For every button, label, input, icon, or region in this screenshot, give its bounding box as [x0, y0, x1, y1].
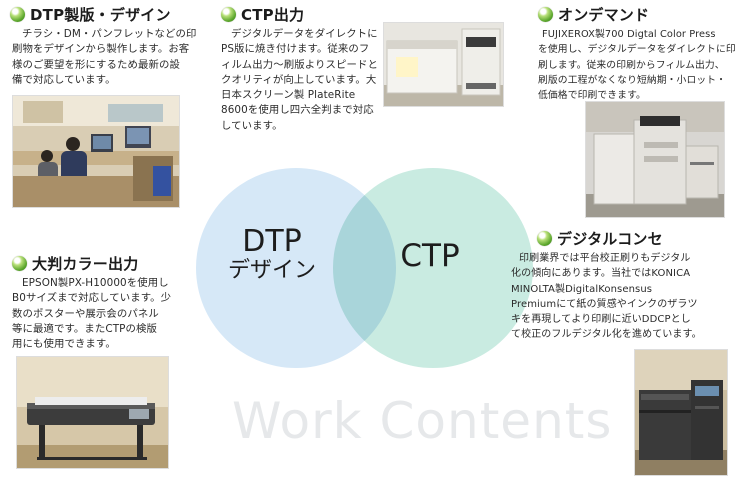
section-dtp-title: DTP製版・デザイン: [30, 5, 171, 24]
venn-label-dtp-line1: DTP: [242, 224, 302, 259]
venn-label-dtp-line2: デザイン: [227, 258, 316, 283]
text-line: 用にも使用できます。: [12, 338, 116, 351]
text-line: デジタルデータをダイレクトに: [231, 28, 378, 40]
text-line: 数のポスターや展示会のパネル: [12, 307, 159, 320]
photo-digitalproof-machine: [634, 349, 728, 476]
bullet-icon: [537, 230, 552, 246]
text-line: チラシ・DM・パンフレットなどの印: [22, 28, 197, 40]
section-ondemand-text: FUJIXEROX製700 Digtal Color Press を使用し、デジ…: [538, 27, 735, 103]
proof-machine-image: [635, 350, 727, 475]
text-line: 刷版の工程がなくなり短納期・小ロット・: [538, 74, 727, 86]
text-line: 刷物をデザインから製作します。お客: [12, 43, 190, 56]
section-largeformat: 大判カラー出力: [12, 253, 138, 273]
text-line: ィルム出力～刷版よりスピードと: [221, 58, 378, 71]
section-largeformat-heading: 大判カラー出力: [12, 253, 138, 273]
text-line: 印刷業界では平台校正刷りもデジタル: [519, 253, 691, 264]
photo-largeformat-printer: [16, 356, 169, 469]
venn-label-dtp: DTP デザイン: [218, 226, 326, 284]
photo-dtp-office: [12, 95, 180, 208]
text-line: しています。: [221, 119, 283, 132]
text-line: 化の傾向にあります。当社ではKONICA: [511, 268, 691, 280]
section-dtp-text: チラシ・DM・パンフレットなどの印 刷物をデザインから製作します。お客 様のご要…: [12, 27, 197, 88]
text-line: PS版に焼き付けます。従来のフ: [221, 43, 370, 56]
section-digitalproof-heading: デジタルコンセ: [537, 228, 663, 248]
section-digitalproof-title: デジタルコンセ: [557, 229, 663, 248]
text-line: 低価格で印刷できます。: [538, 90, 646, 102]
text-line: Premiumにて紙の質感やインクのザラツ: [511, 298, 698, 310]
text-line: 様のご要望を形にするため最新の設: [12, 58, 180, 71]
section-ondemand: オンデマンド: [538, 4, 649, 24]
watermark-text: Work Contents: [232, 392, 613, 450]
text-line: クオリティが向上しています。大: [221, 73, 377, 86]
section-dtp: DTP製版・デザイン: [10, 4, 171, 24]
bullet-icon: [12, 255, 27, 271]
text-line: を使用し、デジタルデータをダイレクトに印: [538, 44, 735, 56]
section-ctp: CTP出力: [221, 4, 304, 24]
section-ondemand-heading: オンデマンド: [538, 4, 649, 24]
venn-circle-ctp: [333, 168, 533, 368]
section-ctp-heading: CTP出力: [221, 4, 304, 24]
venn-label-ctp: CTP: [400, 238, 460, 274]
color-press-image: [586, 102, 724, 217]
text-line: 刷します。従来の印刷からフィルム出力、: [538, 59, 725, 71]
text-line: 日本スクリーン製 PlateRite: [221, 89, 356, 102]
section-ondemand-title: オンデマンド: [558, 5, 650, 24]
section-digitalproof: デジタルコンセ: [537, 228, 663, 248]
section-dtp-heading: DTP製版・デザイン: [10, 4, 171, 24]
section-digitalproof-text: 印刷業界では平台校正刷りもデジタル 化の傾向にあります。当社ではKONICA M…: [511, 251, 702, 343]
text-line: て校正のフルデジタル化を進めています。: [511, 329, 702, 341]
section-ctp-title: CTP出力: [241, 5, 305, 24]
text-line: FUJIXEROX製700 Digtal Color Press: [542, 29, 716, 40]
large-printer-image: [17, 357, 168, 468]
photo-ondemand-press: [585, 101, 725, 218]
text-line: 8600を使用し四六全判まで対応: [221, 104, 374, 117]
bullet-icon: [538, 6, 553, 22]
section-ctp-text: デジタルデータをダイレクトに PS版に焼き付けます。従来のフ ィルム出力～刷版よ…: [221, 27, 378, 134]
text-line: 等に最適です。またCTPの検版: [12, 322, 158, 335]
section-largeformat-title: 大判カラー出力: [32, 254, 139, 273]
text-line: EPSON製PX-H10000を使用し: [22, 277, 169, 289]
bullet-icon: [10, 6, 25, 22]
section-largeformat-text: EPSON製PX-H10000を使用し B0サイズまで対応しています。少 数のポ…: [12, 276, 171, 352]
bullet-icon: [221, 6, 236, 22]
text-line: キを再現してより印刷に近いDDCPとし: [511, 314, 691, 326]
photo-ctp-plate-setter: [383, 22, 504, 107]
text-line: 備で対応しています。: [12, 73, 116, 86]
text-line: B0サイズまで対応しています。少: [12, 292, 172, 305]
office-photo-image: [13, 96, 179, 207]
text-line: MINOLTA製DigitalKonsensus: [511, 283, 653, 295]
plate-setter-image: [384, 23, 503, 106]
